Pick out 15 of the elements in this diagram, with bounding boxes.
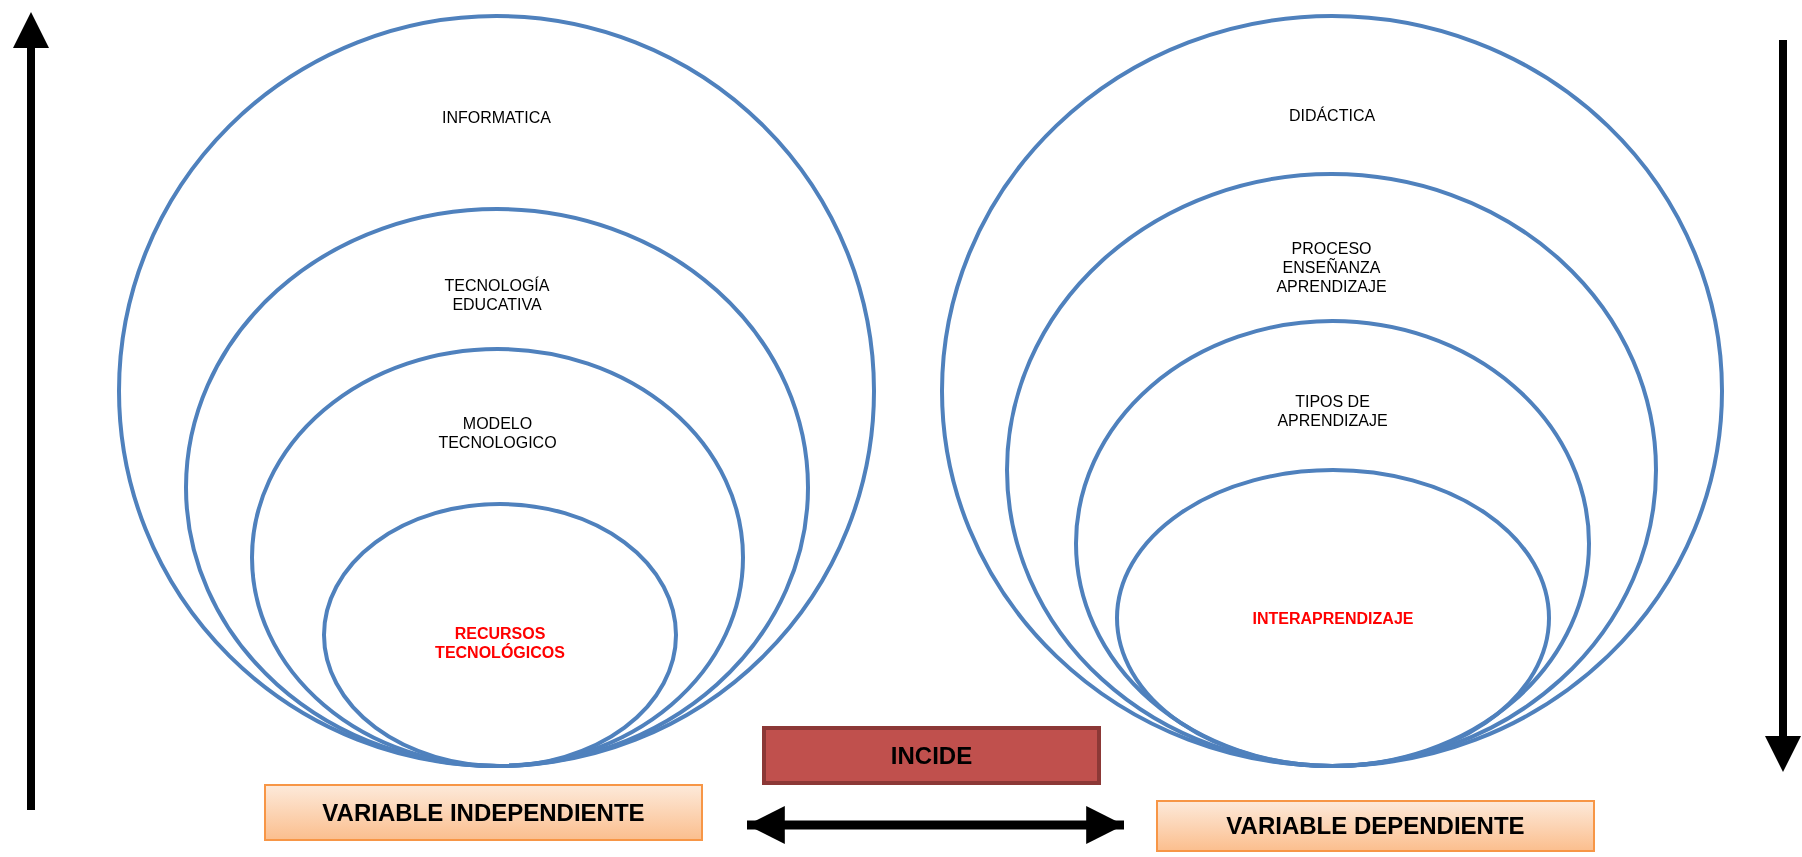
- ellipse-label: DIDÁCTICA: [1288, 106, 1376, 125]
- box-label: VARIABLE DEPENDIENTE: [1226, 812, 1525, 840]
- ellipse-label: INFORMATICA: [442, 108, 551, 127]
- double-arrow: [747, 806, 1124, 844]
- ellipse-label: PROCESO ENSEÑANZA APRENDIZAJE: [1275, 239, 1388, 296]
- ellipse-label: INTERAPRENDIZAJE: [1252, 609, 1414, 628]
- ellipse-label: RECURSOS TECNOLÓGICOS: [434, 624, 566, 662]
- ellipse-label: TECNOLOGÍA EDUCATIVA: [443, 276, 551, 314]
- relation-box: [762, 726, 1101, 785]
- box-label: VARIABLE INDEPENDIENTE: [322, 798, 645, 827]
- ellipse-label: MODELO TECNOLOGICO: [437, 414, 558, 452]
- box-label: INCIDE: [890, 741, 973, 770]
- variable-box: [264, 784, 703, 841]
- variable-box: [1156, 800, 1595, 852]
- ellipse-label: TIPOS DE APRENDIZAJE: [1276, 392, 1389, 430]
